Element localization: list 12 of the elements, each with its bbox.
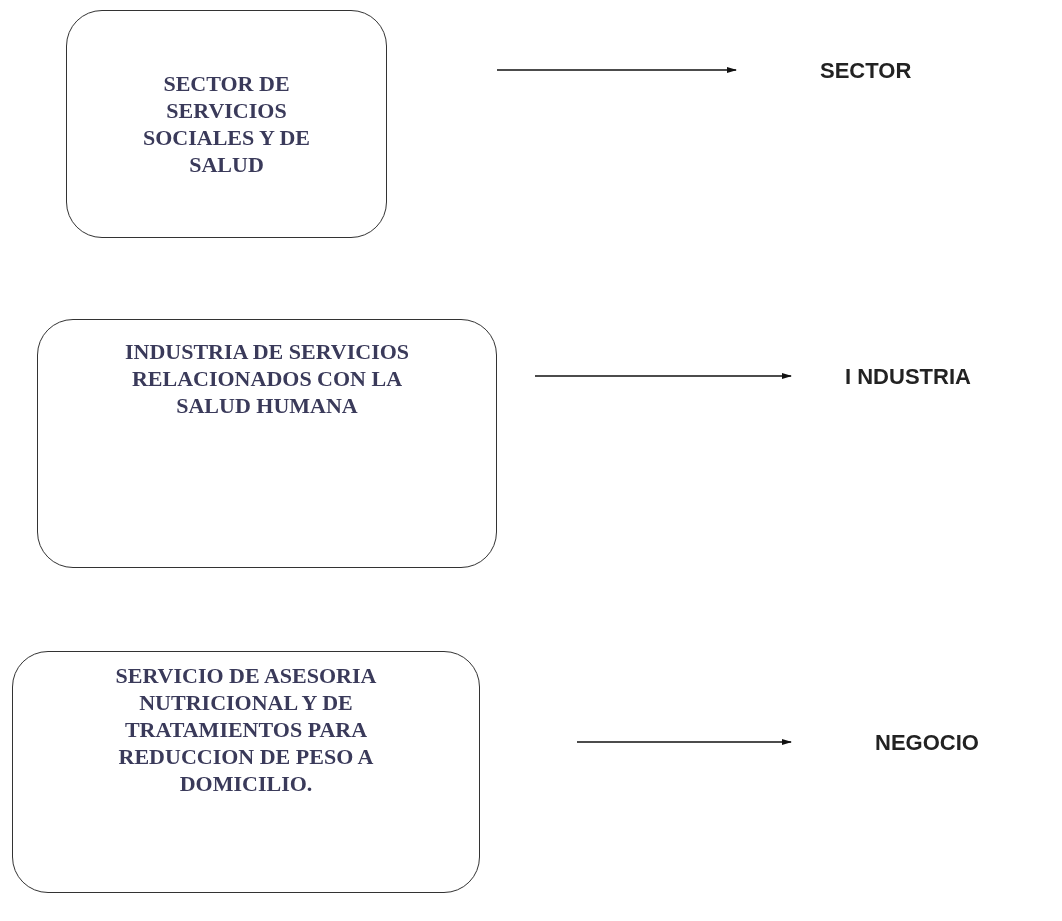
arrow (534, 373, 792, 379)
arrow (576, 739, 792, 745)
rounded-box (12, 651, 480, 893)
box-text: SERVICIO DE ASESORIA NUTRICIONAL Y DE TRATAMIENTOS PARA REDUCCION DE PESO A DOMICILIO. (114, 662, 378, 797)
label-text: SECTOR (820, 56, 912, 85)
box-text: INDUSTRIA DE SERVICIOS RELACIONADOS CON LA SALUD HUMANA (123, 338, 411, 419)
rounded-box (66, 10, 387, 238)
label-text: I NDUSTRIA (845, 362, 971, 391)
arrow (496, 67, 737, 73)
box-text: SECTOR DE SERVICIOS SOCIALES Y DE SALUD (141, 70, 312, 178)
label-text: NEGOCIO (875, 728, 979, 757)
rounded-box (37, 319, 497, 568)
